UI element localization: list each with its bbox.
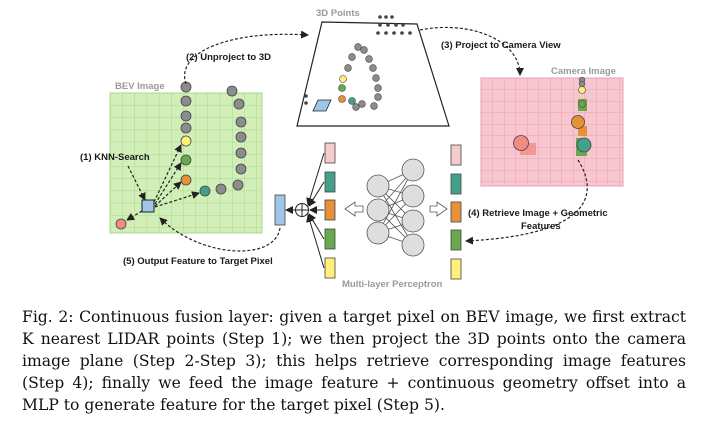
bev-point-orange: [180, 174, 192, 186]
step1-pointer-arrow: [127, 165, 146, 201]
sum-operator: [295, 203, 309, 217]
points-3d-orange: [338, 95, 346, 103]
mlp-label: Multi-layer Perceptron: [342, 279, 442, 290]
step3-label: (3) Project to Camera View: [441, 40, 561, 51]
step4-label-line2: Features: [521, 221, 561, 232]
bev-target-pixel: [141, 199, 155, 213]
mlp-output-arrow: [344, 201, 364, 217]
points-3d-cloud: [304, 15, 412, 105]
fusion-diagram: BEV Image (1) KNN-Search 3D Points: [80, 8, 624, 290]
bev-point-yellow: [180, 135, 192, 147]
step5-arrow: [159, 217, 281, 252]
points-3d-yellow: [339, 75, 347, 83]
bev-lidar-points: [180, 81, 247, 195]
bev-image-label: BEV Image: [115, 81, 165, 92]
step4-arrow: [465, 159, 588, 245]
output-feature-box: [274, 194, 286, 226]
points-3d-green: [338, 84, 346, 92]
bev-point-teal: [199, 185, 211, 197]
bev-point-red: [115, 218, 127, 230]
camera-point-red: [513, 135, 529, 151]
points-3d-grey-points: [344, 43, 382, 111]
fan-in-arrows: [306, 152, 325, 269]
camera-grey-points: [578, 76, 586, 88]
knn-search-arrows: [126, 144, 200, 221]
feature-column-right: [450, 144, 462, 280]
points-3d-target-pixel: [312, 99, 332, 112]
points-3d-teal: [348, 97, 356, 105]
camera-image-grid: [480, 77, 624, 187]
step4-label-line1: (4) Retrieve Image + Geometric: [468, 208, 608, 219]
feature-column-left: [324, 142, 336, 279]
camera-point-green: [578, 100, 586, 108]
camera-image-label: Camera Image: [551, 66, 616, 77]
step3-arrow: [419, 26, 524, 76]
mlp-neurons: [366, 158, 425, 257]
mlp-input-arrow: [429, 201, 448, 217]
step1-label: (1) KNN-Search: [80, 152, 150, 163]
camera-point-teal: [576, 137, 592, 153]
bev-point-green: [180, 154, 192, 166]
figure-caption: Fig. 2: Continuous fusion layer: given a…: [22, 308, 686, 414]
step2-arrow: [184, 30, 309, 85]
points-3d-panel: [296, 21, 450, 127]
camera-point-orange: [571, 115, 585, 129]
camera-point-yellow: [578, 86, 586, 94]
step5-label: (5) Output Feature to Target Pixel: [123, 256, 273, 267]
step2-label: (2) Unproject to 3D: [186, 52, 271, 63]
points-3d-label: 3D Points: [316, 8, 360, 19]
